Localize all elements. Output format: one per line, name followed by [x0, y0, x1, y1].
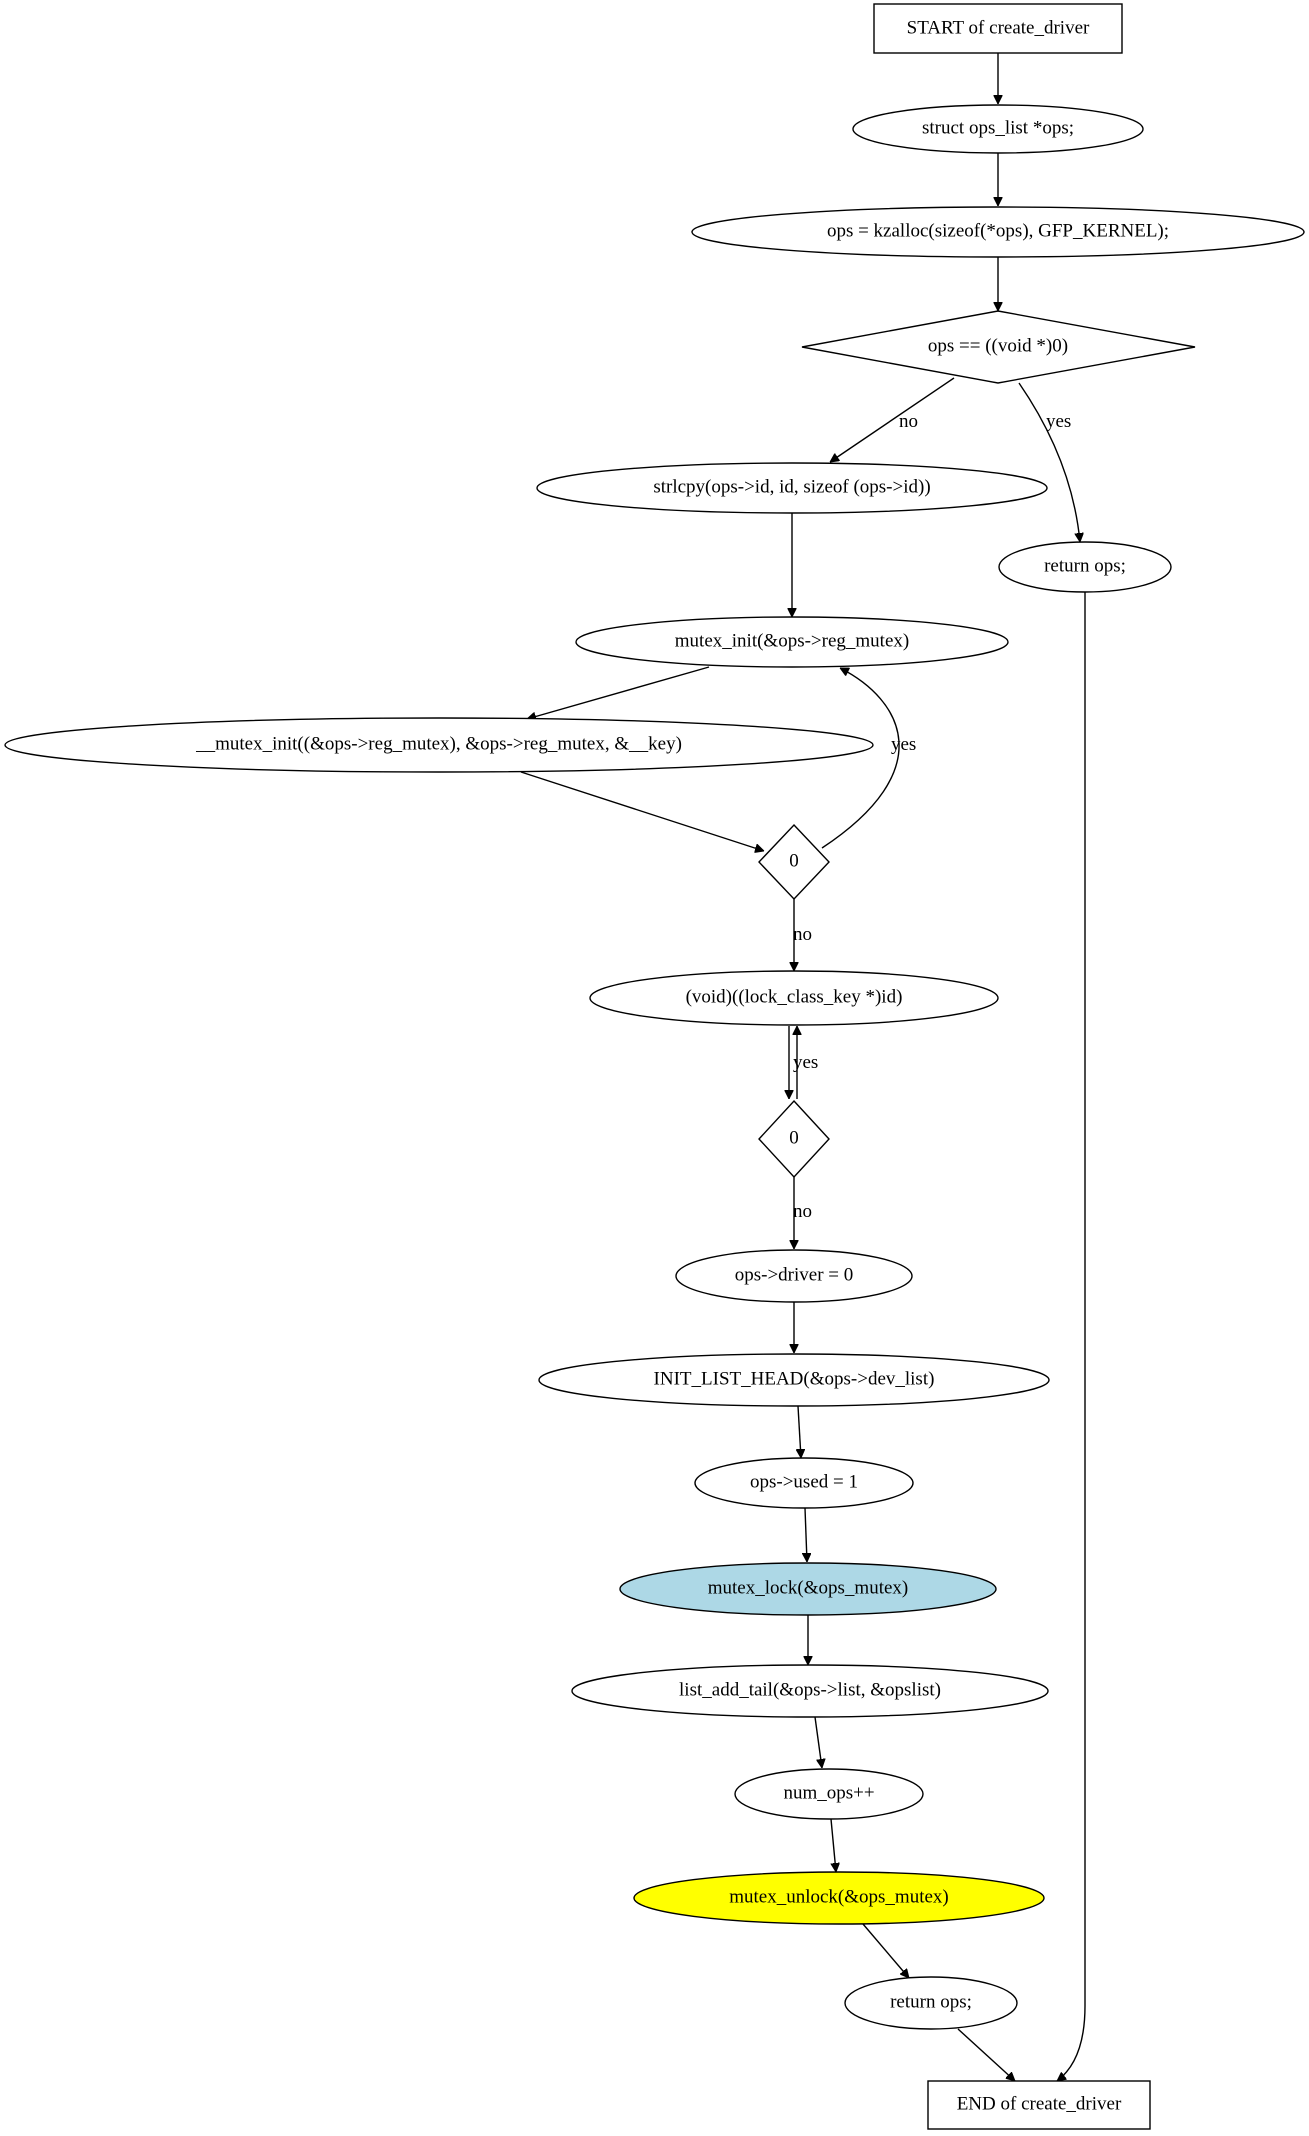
- node-return-final-label: return ops;: [890, 1991, 972, 2012]
- edge-mutexinit2-cond0a: [520, 771, 764, 851]
- edge-labels: no yes yes no yes no: [793, 411, 1071, 1222]
- node-cond-0b-label: 0: [789, 1127, 799, 1148]
- node-return-early[interactable]: return ops;: [998, 541, 1172, 593]
- edge-initlist-used: [798, 1405, 801, 1458]
- node-num-ops[interactable]: num_ops++: [734, 1768, 924, 1820]
- node-cond-null[interactable]: ops == ((void *)0): [801, 310, 1196, 384]
- edge-cond0a-mutexinit-loop: [821, 667, 900, 849]
- edge-cond-strlcpy: [830, 377, 955, 463]
- node-end[interactable]: END of create_driver: [927, 2080, 1151, 2130]
- edge-label-cond0a-yes: yes: [891, 734, 916, 755]
- edge-label-cond0b-no: no: [793, 1201, 812, 1222]
- node-mutex-init-inner[interactable]: __mutex_init((&ops->reg_mutex), &ops->re…: [4, 717, 874, 773]
- edge-label-cond0a-no: no: [793, 924, 812, 945]
- node-return-final[interactable]: return ops;: [844, 1976, 1018, 2030]
- edge-numops-unlock: [830, 1818, 836, 1872]
- node-used[interactable]: ops->used = 1: [694, 1457, 914, 1509]
- node-kzalloc[interactable]: ops = kzalloc(sizeof(*ops), GFP_KERNEL);: [691, 206, 1305, 258]
- node-num-ops-label: num_ops++: [783, 1782, 874, 1803]
- node-init-list[interactable]: INIT_LIST_HEAD(&ops->dev_list): [538, 1353, 1050, 1407]
- node-init-list-label: INIT_LIST_HEAD(&ops->dev_list): [654, 1368, 935, 1389]
- node-start-label: START of create_driver: [907, 17, 1090, 38]
- node-void-cast[interactable]: (void)((lock_class_key *)id): [589, 970, 999, 1026]
- node-decl[interactable]: struct ops_list *ops;: [852, 104, 1144, 154]
- node-mutex-init-label: mutex_init(&ops->reg_mutex): [675, 630, 909, 651]
- node-used-label: ops->used = 1: [750, 1471, 858, 1492]
- edge-label-null-yes: yes: [1046, 411, 1071, 432]
- node-strlcpy[interactable]: strlcpy(ops->id, id, sizeof (ops->id)): [536, 462, 1048, 514]
- node-driver-label: ops->driver = 0: [735, 1264, 854, 1285]
- node-list-add-tail-label: list_add_tail(&ops->list, &opslist): [679, 1679, 941, 1700]
- node-cond-0a-label: 0: [789, 850, 799, 871]
- node-mutex-unlock[interactable]: mutex_unlock(&ops_mutex): [633, 1871, 1045, 1925]
- node-mutex-init[interactable]: mutex_init(&ops->reg_mutex): [575, 616, 1009, 668]
- node-decl-label: struct ops_list *ops;: [922, 117, 1074, 138]
- node-strlcpy-label: strlcpy(ops->id, id, sizeof (ops->id)): [653, 476, 930, 497]
- edge-label-cond0b-yes: yes: [793, 1052, 818, 1073]
- nodes: START of create_driver struct ops_list *…: [4, 3, 1305, 2130]
- node-driver[interactable]: ops->driver = 0: [675, 1249, 913, 1303]
- edge-cond-return-early: [1018, 382, 1080, 542]
- node-cond-null-label: ops == ((void *)0): [928, 335, 1068, 356]
- node-return-early-label: return ops;: [1044, 555, 1126, 576]
- node-cond-0b[interactable]: 0: [758, 1099, 830, 1179]
- edge-unlock-retfinal: [862, 1923, 909, 1978]
- edge-label-null-no: no: [899, 411, 918, 432]
- edge-used-lock: [805, 1507, 807, 1562]
- node-cond-0a[interactable]: 0: [758, 823, 830, 901]
- edge-addtail-numops: [814, 1716, 822, 1768]
- node-start[interactable]: START of create_driver: [873, 3, 1123, 54]
- edge-retfinal-end: [957, 2028, 1015, 2081]
- node-void-cast-label: (void)((lock_class_key *)id): [686, 986, 903, 1007]
- node-mutex-lock[interactable]: mutex_lock(&ops_mutex): [619, 1562, 997, 1616]
- edge-mutexinit-mutexinit2: [527, 666, 710, 719]
- node-list-add-tail[interactable]: list_add_tail(&ops->list, &opslist): [571, 1664, 1049, 1718]
- node-kzalloc-label: ops = kzalloc(sizeof(*ops), GFP_KERNEL);: [827, 220, 1169, 241]
- node-mutex-init-inner-label: __mutex_init((&ops->reg_mutex), &ops->re…: [195, 733, 682, 754]
- node-mutex-lock-label: mutex_lock(&ops_mutex): [708, 1577, 909, 1598]
- node-mutex-unlock-label: mutex_unlock(&ops_mutex): [729, 1886, 949, 1907]
- node-end-label: END of create_driver: [957, 2093, 1122, 2114]
- edge-retearly-end: [1057, 592, 1086, 2081]
- edges: [520, 53, 1086, 2081]
